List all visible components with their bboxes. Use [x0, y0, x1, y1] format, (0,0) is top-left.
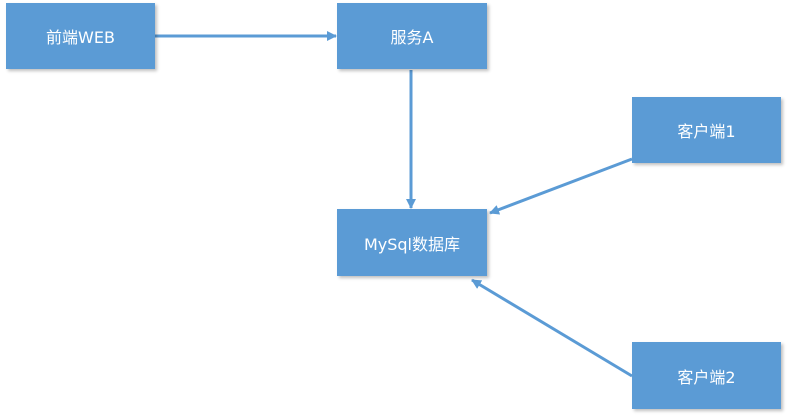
node-mysql-db[interactable]: MySql数据库	[337, 209, 487, 276]
node-service-a[interactable]: 服务A	[337, 3, 487, 69]
node-label: 前端WEB	[46, 28, 115, 47]
node-client-1[interactable]: 客户端1	[632, 97, 781, 163]
node-label: 客户端2	[677, 367, 736, 387]
edge-client-2-to-mysql-db	[471, 278, 633, 378]
node-label: 客户端1	[677, 122, 736, 141]
node-label: MySql数据库	[363, 234, 461, 254]
node-frontend-web[interactable]: 前端WEB	[6, 3, 155, 69]
node-client-2[interactable]: 客户端2	[632, 342, 781, 409]
edge-client-1-to-mysql-db	[489, 157, 633, 215]
node-label: 服务A	[390, 28, 434, 47]
